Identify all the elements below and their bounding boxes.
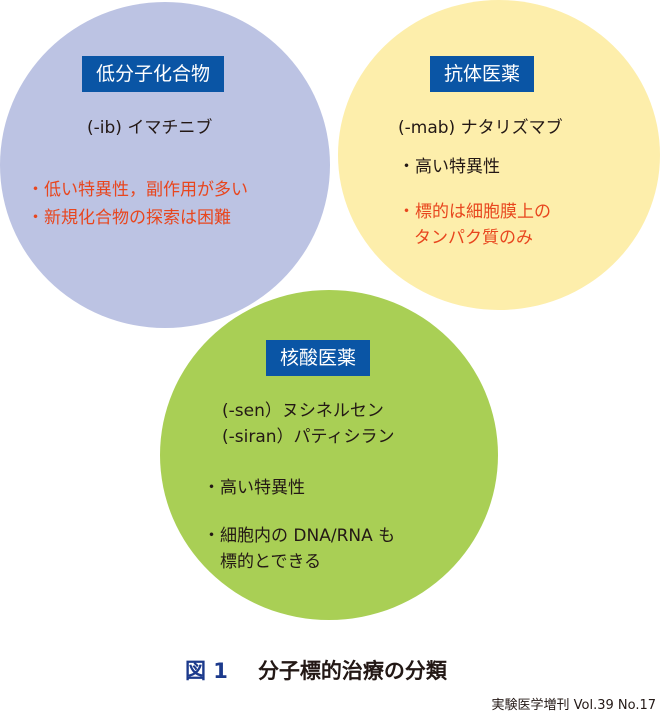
antibody-point-cont: タンパク質のみ	[414, 228, 533, 248]
small-molecule-example: (-ib) イマチニブ	[87, 118, 213, 138]
antibody-label: 抗体医薬	[430, 56, 535, 92]
nucleic-acid-point: ・細胞内の DNA/RNA も	[203, 526, 396, 546]
antibody-point: ・標的は細胞膜上の	[398, 202, 551, 222]
small-molecule-point: ・低い特異性，副作用が多い	[27, 180, 248, 200]
figure-caption: 図 1 分子標的治療の分類	[185, 655, 447, 685]
figure-title: 分子標的治療の分類	[257, 659, 447, 683]
figure-number: 図 1	[185, 659, 228, 683]
nucleic-acid-example: (-sen）ヌシネルセン	[222, 401, 384, 421]
antibody-example: (-mab) ナタリズマブ	[398, 118, 563, 138]
antibody-point: ・高い特異性	[398, 157, 500, 177]
small-molecule-point: ・新規化合物の探索は困難	[27, 208, 231, 228]
antibody-circle	[338, 0, 660, 310]
nucleic-acid-label: 核酸医薬	[266, 340, 371, 376]
small-molecule-label: 低分子化合物	[82, 56, 225, 92]
small-molecule-circle	[0, 2, 330, 328]
nucleic-acid-point-cont: 標的とできる	[220, 552, 322, 572]
nucleic-acid-point: ・高い特異性	[203, 478, 305, 498]
source-citation: 実験医学増刊 Vol.39 No.17	[491, 698, 656, 713]
nucleic-acid-example: (-siran）パティシラン	[222, 427, 395, 447]
